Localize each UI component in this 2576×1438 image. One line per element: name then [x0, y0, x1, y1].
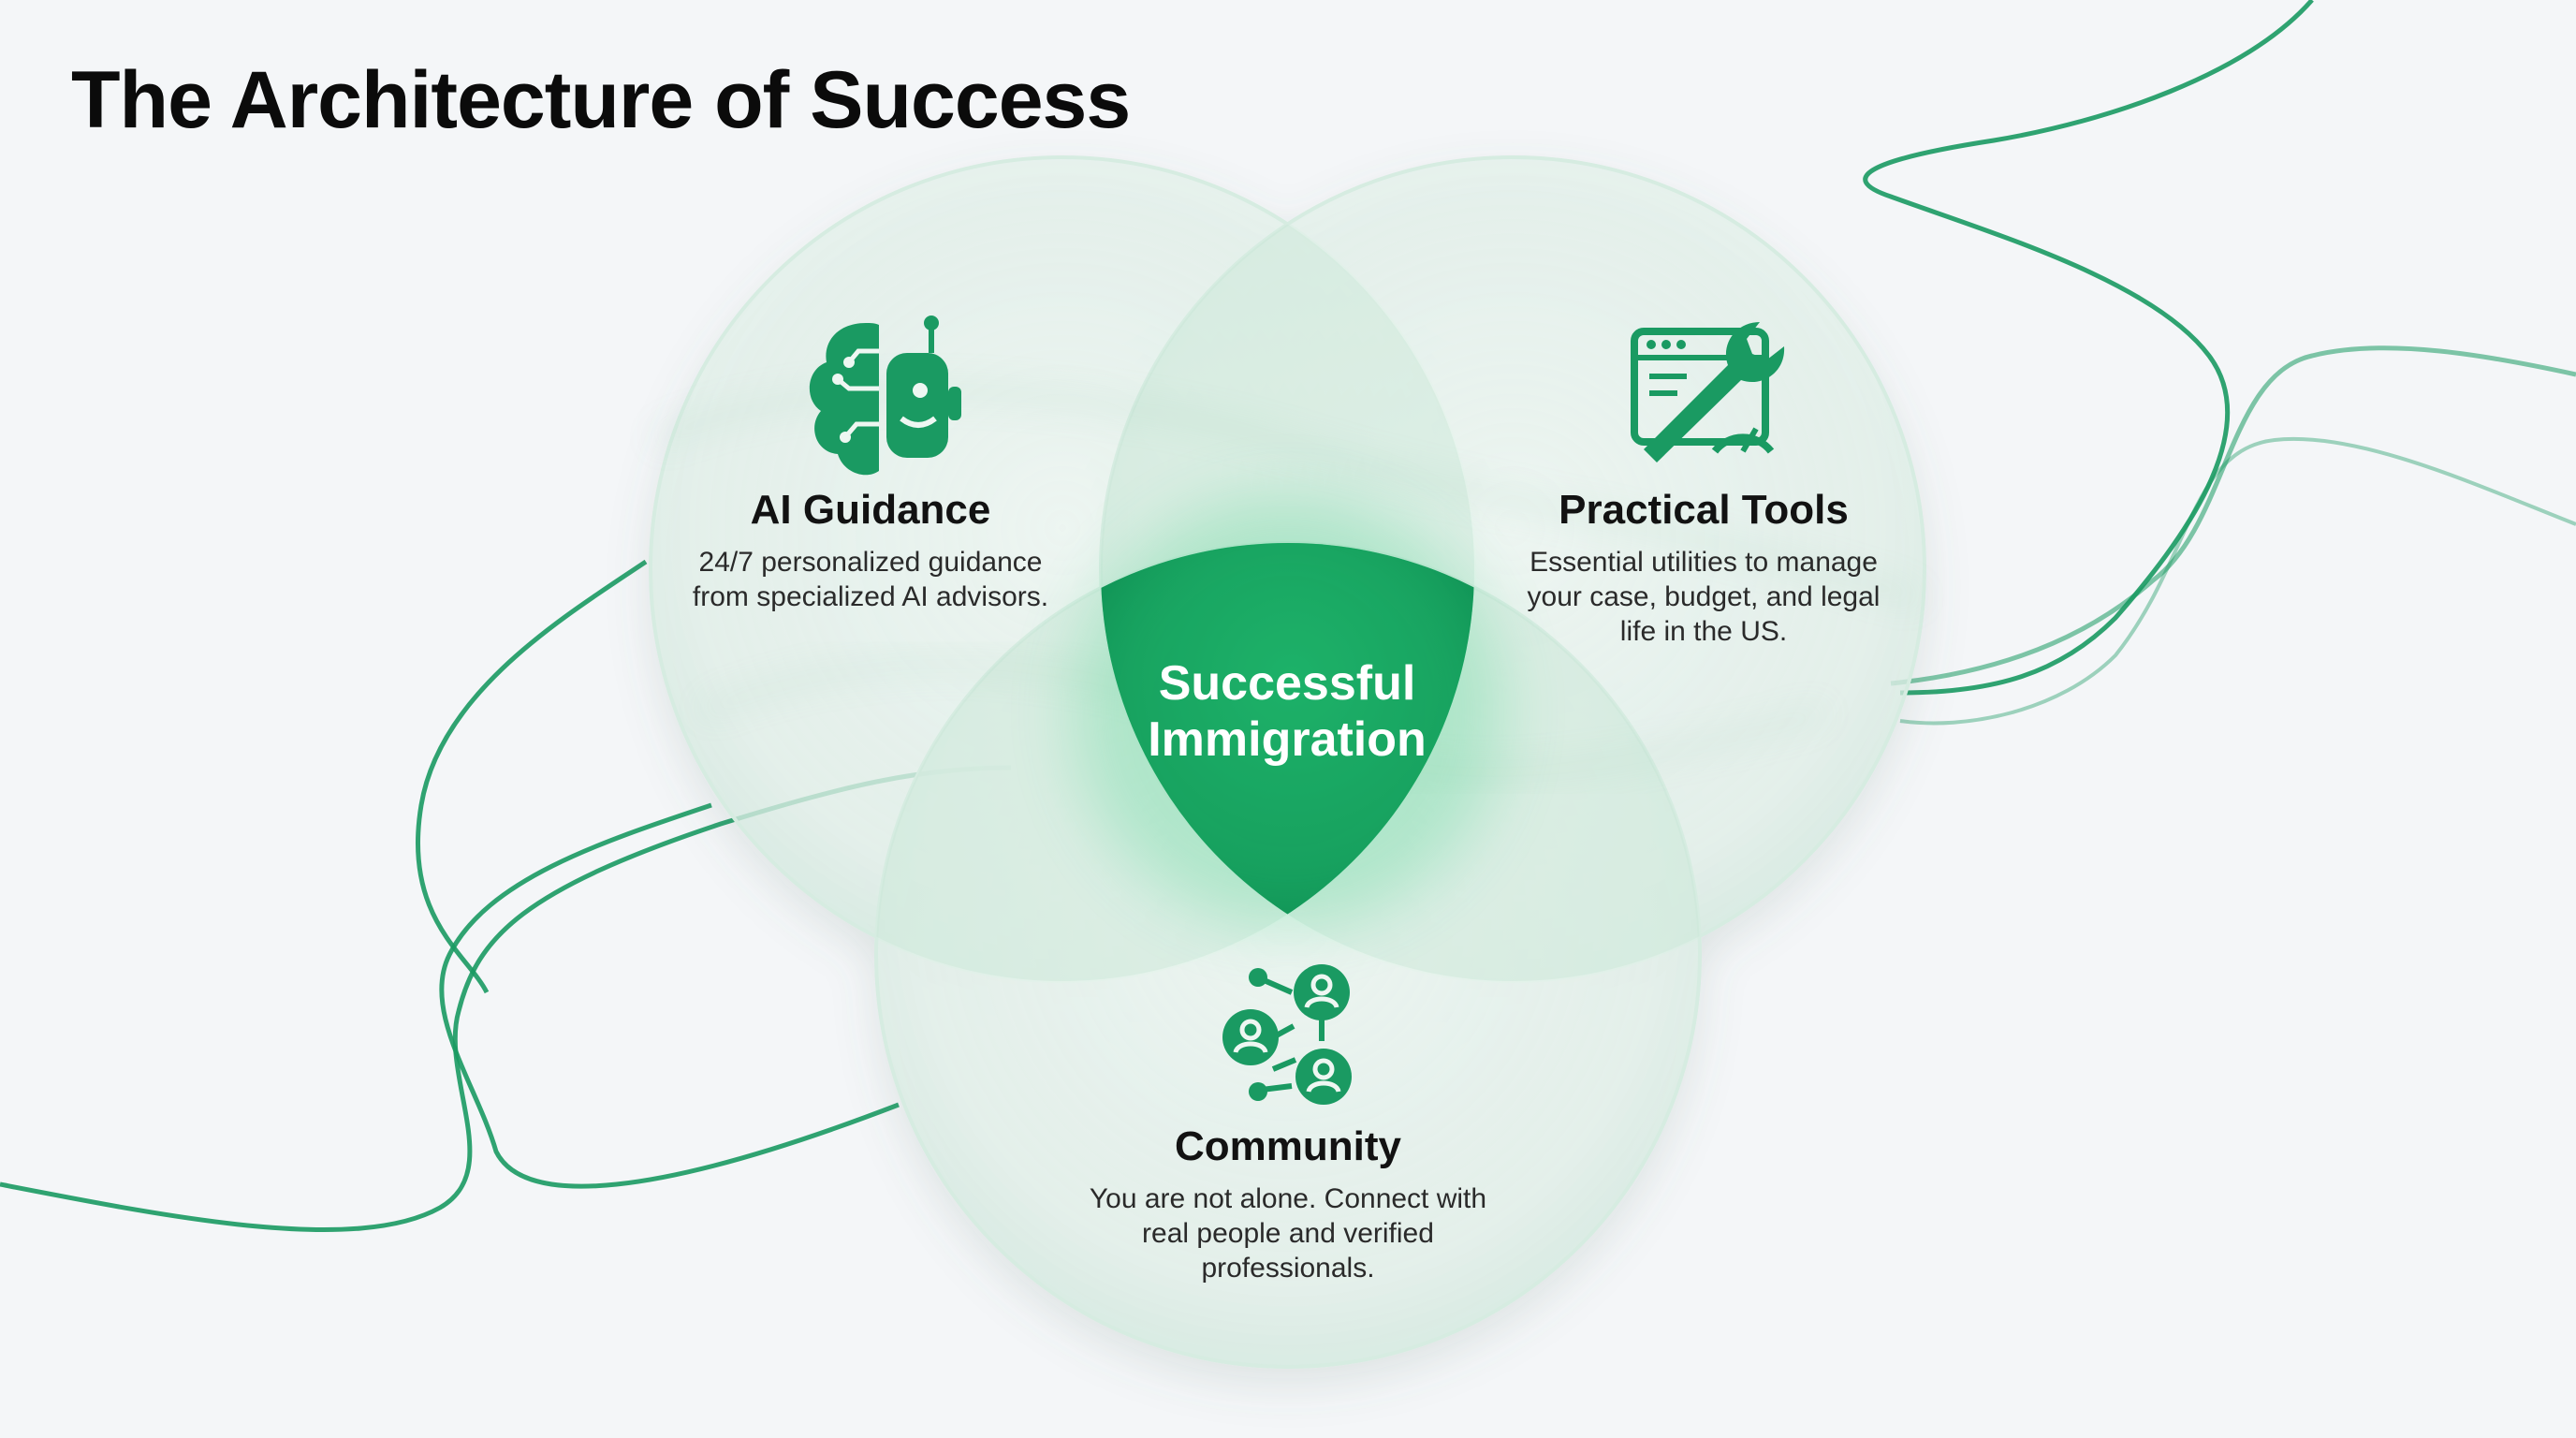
community-heading: Community [1175, 1123, 1401, 1169]
people-network-icon [1222, 964, 1352, 1105]
flow-line-left-3 [415, 559, 648, 994]
community-block: Community You are not alone. Connect wit… [1063, 1123, 1513, 1285]
ai-guidance-block: AI Guidance 24/7 personalized guidance f… [683, 487, 1058, 614]
ai-guidance-text: 24/7 personalized guidance from speciali… [692, 547, 1049, 612]
flow-line-left-2 [439, 802, 900, 1189]
practical-tools-heading: Practical Tools [1559, 487, 1849, 533]
center-label: Successful Immigration [1148, 656, 1427, 767]
practical-tools-text: Essential utilities to manage your case,… [1527, 547, 1881, 647]
flow-line-right-3 [1899, 436, 2576, 726]
flow-line-right-2 [1890, 345, 2576, 686]
community-text: You are not alone. Connect with real peo… [1089, 1183, 1487, 1284]
browser-wrench-gauge-icon [1631, 322, 1785, 462]
practical-tools-block: Practical Tools Essential utilities to m… [1507, 487, 1900, 649]
page-title: The Architecture of Success [71, 55, 1131, 145]
flow-line-right-1 [1863, 0, 2314, 696]
ai-guidance-heading: AI Guidance [750, 487, 991, 533]
brain-robot-icon [809, 315, 961, 476]
